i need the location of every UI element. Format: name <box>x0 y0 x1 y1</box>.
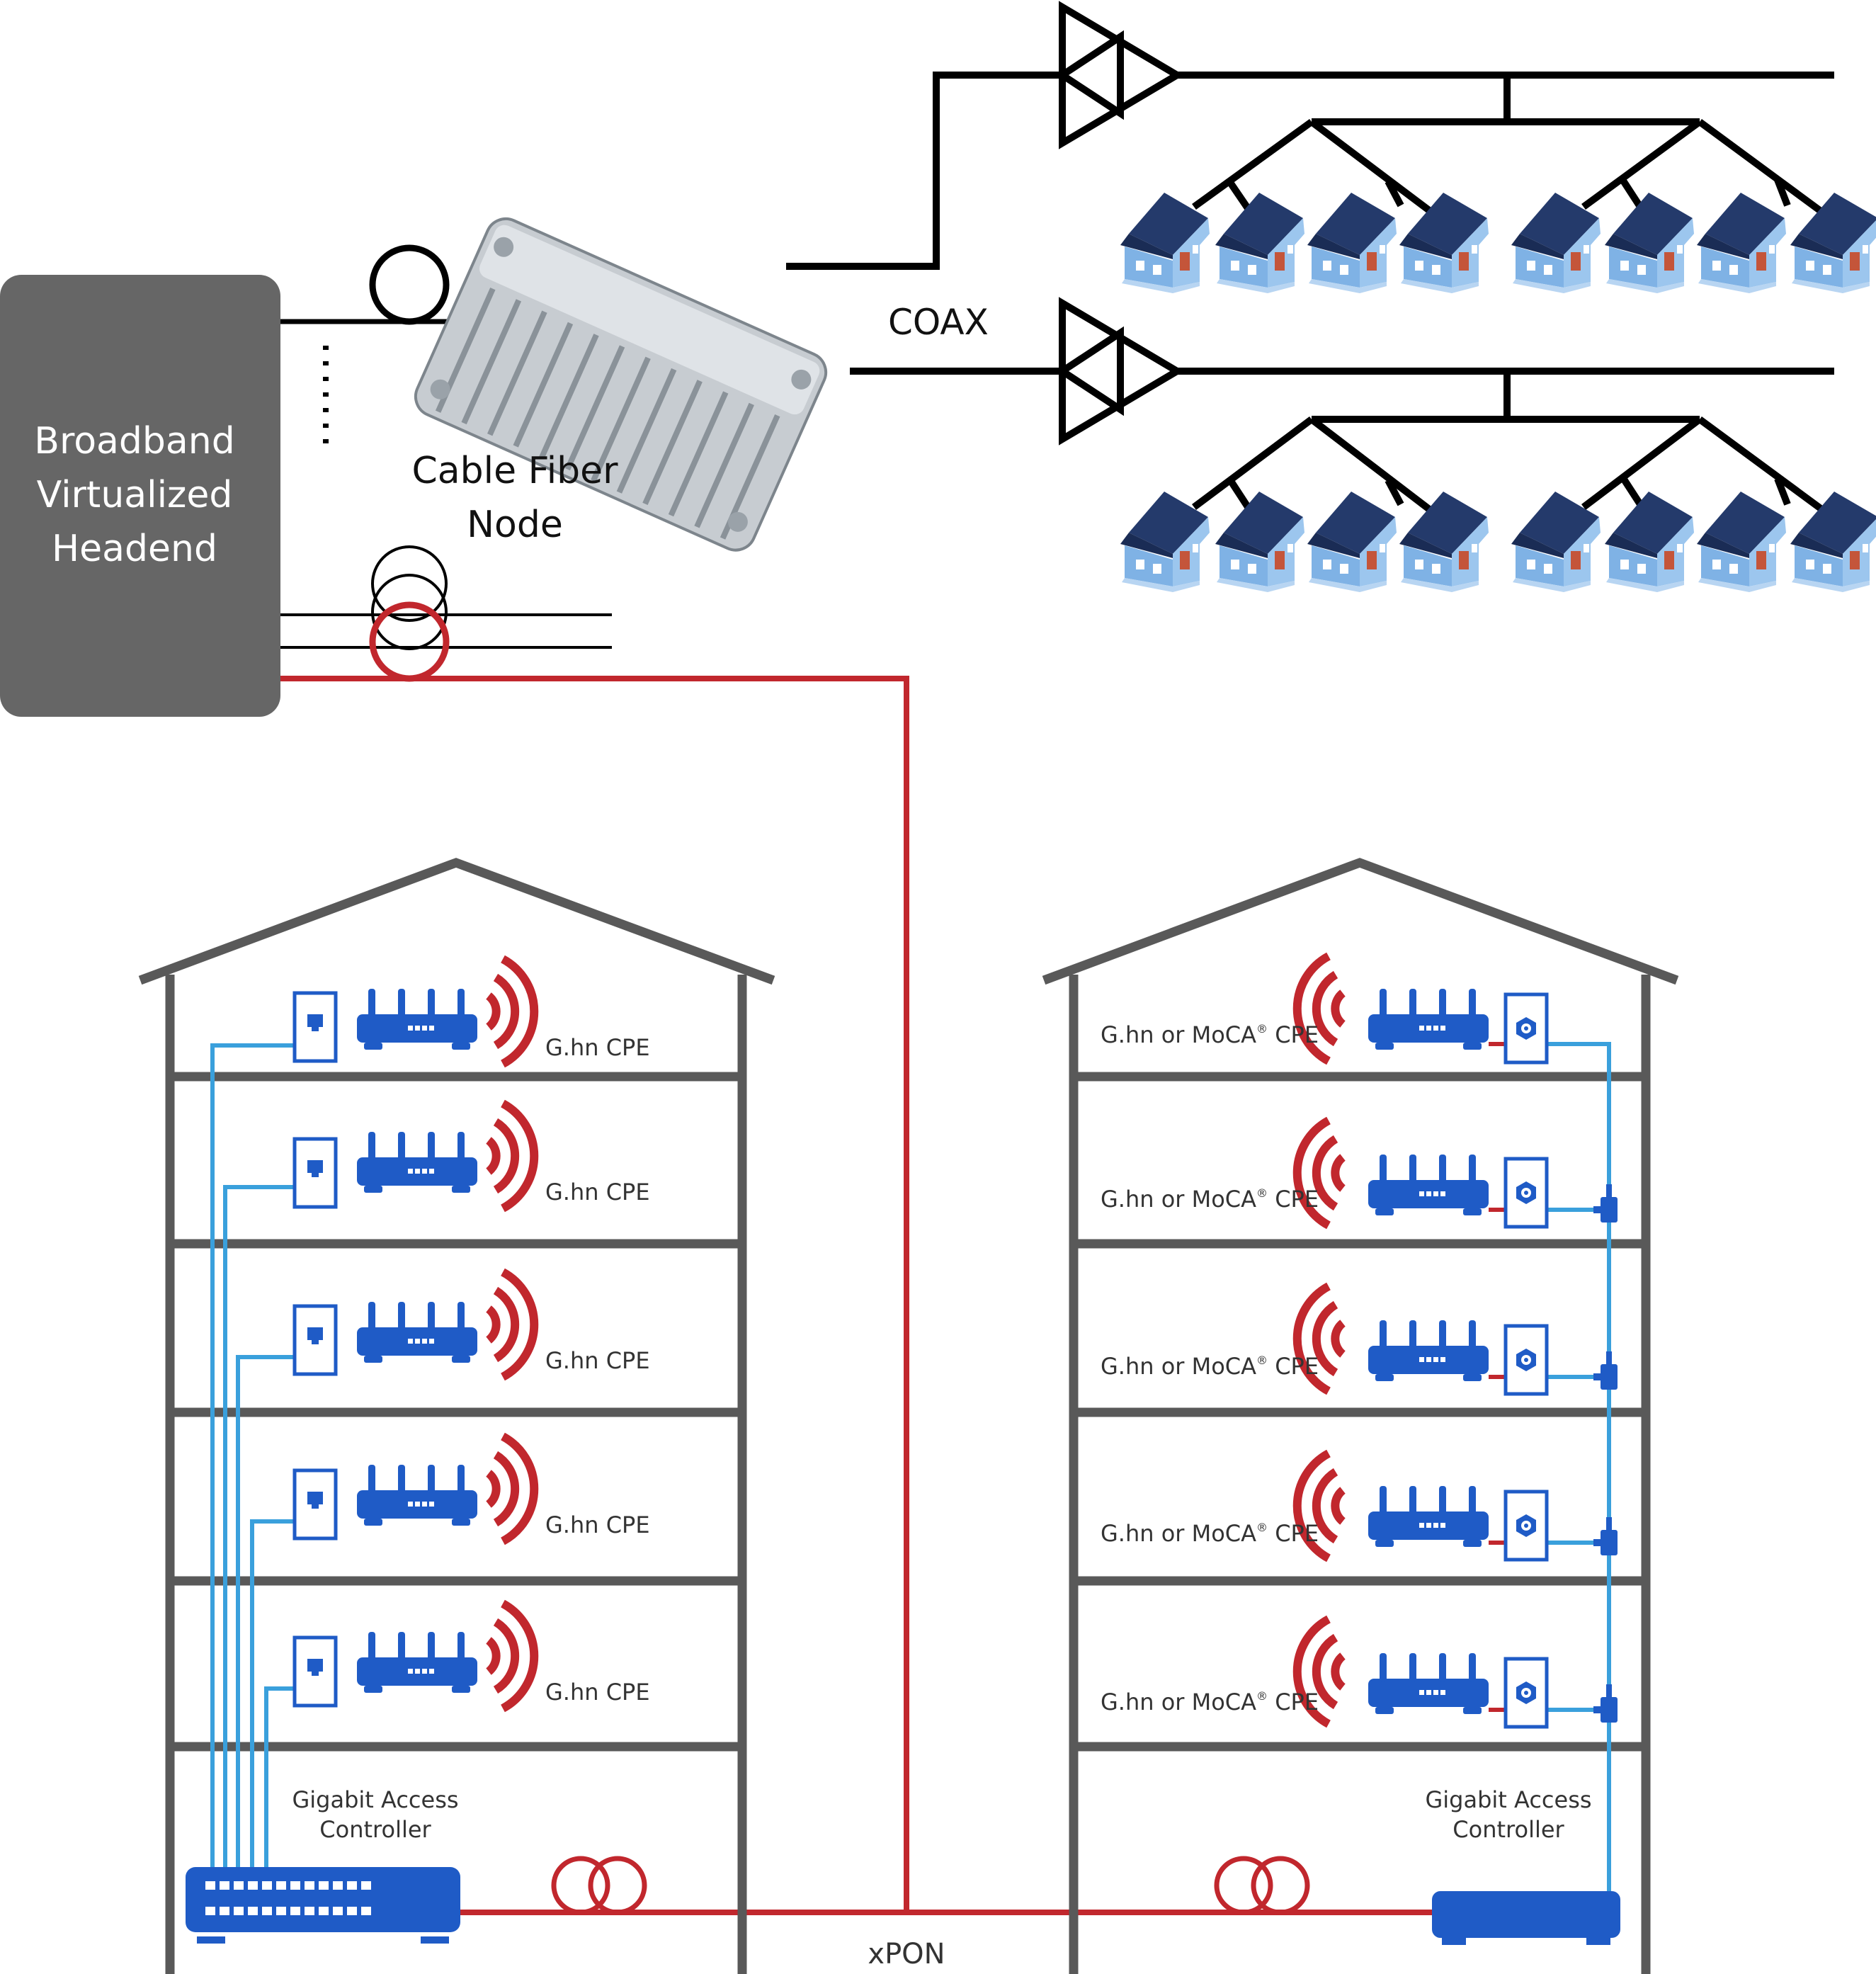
wall-outlet-icon <box>295 1470 336 1538</box>
splitter-icon <box>1593 1684 1618 1723</box>
wall-outlet-icon <box>295 1638 336 1706</box>
fiber-node-label-line1: Cable Fiber <box>411 450 618 492</box>
splitter-icon <box>1593 1351 1618 1390</box>
house-icon <box>1790 193 1876 293</box>
headend-label-line3: Headend <box>52 528 217 570</box>
wifi-icon <box>489 1604 534 1708</box>
coax-outlet-icon <box>1506 1326 1547 1394</box>
headend: Broadband Virtualized Headend <box>0 275 280 717</box>
left-floor-1: G.hn CPE <box>295 1604 650 1708</box>
cpe-label: G.hn or MoCA® CPE <box>1101 1353 1319 1380</box>
right-building <box>1042 858 1679 1974</box>
left-controller-label-line2: Controller <box>319 1816 431 1843</box>
coax-outlet-icon <box>1506 1659 1547 1727</box>
house-icon <box>1215 492 1304 592</box>
router-icon <box>1368 989 1489 1050</box>
cable-fiber-node-icon <box>414 217 828 552</box>
right-floor-2: G.hn or MoCA® CPE <box>1101 1453 1547 1560</box>
wall-outlet-icon <box>295 1139 336 1207</box>
left-floor-4: G.hn CPE <box>295 1104 650 1208</box>
house-icon <box>1307 193 1397 293</box>
wifi-icon <box>489 1272 534 1377</box>
left-ethernet-runs <box>210 1043 297 1870</box>
house-icon <box>1605 193 1694 293</box>
router-icon <box>1368 1155 1489 1215</box>
router-icon <box>1368 1320 1489 1381</box>
splitter-icon <box>1593 1184 1618 1223</box>
coax-outlet-icon <box>1506 1159 1547 1227</box>
left-floor-3: G.hn CPE <box>295 1272 650 1377</box>
right-floor-4: G.hn or MoCA® CPE <box>1101 1121 1547 1227</box>
wifi-icon <box>489 1436 534 1541</box>
house-icon <box>1605 492 1694 592</box>
cpe-label: G.hn CPE <box>545 1679 650 1706</box>
fiber-coil-icon <box>371 574 448 650</box>
left-controller-label-line1: Gigabit Access <box>292 1786 458 1813</box>
headend-label-line1: Broadband <box>34 420 234 463</box>
fiber-coil-icon <box>369 244 450 325</box>
switch-icon <box>186 1867 460 1944</box>
coax-outlet-icon <box>1506 994 1547 1062</box>
coax-riser <box>1544 1042 1611 1895</box>
router-icon <box>1368 1653 1489 1714</box>
coax-label: COAX <box>888 302 989 343</box>
fiber-node-label-line2: Node <box>467 504 563 546</box>
router-icon <box>357 1465 477 1526</box>
fiber-coil-icon <box>551 1856 647 1915</box>
wifi-icon <box>489 959 534 1064</box>
wall-outlet-icon <box>295 1306 336 1374</box>
coax-tree-1 <box>1192 75 1836 225</box>
splitters <box>1593 1184 1618 1723</box>
router-icon <box>357 989 477 1050</box>
amplifier-icon <box>1055 1 1184 149</box>
fiber-coil-icon <box>371 545 448 622</box>
house-icon <box>1790 492 1876 592</box>
house-icon <box>1399 193 1489 293</box>
router-icon <box>1368 1486 1489 1547</box>
wifi-icon <box>489 1104 534 1208</box>
right-floor-5: G.hn or MoCA® CPE <box>1101 956 1547 1062</box>
houses-row-1 <box>1120 193 1876 293</box>
router-icon <box>357 1632 477 1693</box>
house-icon <box>1399 492 1489 592</box>
house-icon <box>1697 193 1786 293</box>
router-icon <box>357 1302 477 1363</box>
wall-outlet-icon <box>295 993 336 1061</box>
headend-fiber-bundle <box>280 545 612 682</box>
router-icon <box>357 1132 477 1193</box>
fiber-coil-icon <box>1214 1856 1310 1915</box>
left-floor-5: G.hn CPE <box>295 959 650 1064</box>
houses-row-2 <box>1120 492 1876 592</box>
cpe-label: G.hn or MoCA® CPE <box>1101 1689 1319 1715</box>
cpe-label: G.hn or MoCA® CPE <box>1101 1520 1319 1547</box>
cpe-label: G.hn CPE <box>545 1034 650 1061</box>
cpe-label: G.hn CPE <box>545 1347 650 1374</box>
amplifier-icon <box>1055 297 1184 446</box>
right-floor-1: G.hn or MoCA® CPE <box>1101 1619 1547 1727</box>
cpe-label: G.hn or MoCA® CPE <box>1101 1021 1319 1048</box>
cpe-label: G.hn CPE <box>545 1179 650 1206</box>
left-floor-2: G.hn CPE <box>295 1436 650 1541</box>
house-icon <box>1697 492 1786 592</box>
house-icon <box>1307 492 1397 592</box>
right-controller-label-line1: Gigabit Access <box>1425 1786 1591 1813</box>
cpe-label: G.hn CPE <box>545 1511 650 1538</box>
cpe-label: G.hn or MoCA® CPE <box>1101 1186 1319 1213</box>
xpon-label: xPON <box>868 1938 945 1970</box>
coax-outlet-icon <box>1506 1492 1547 1560</box>
access-controller-icon <box>1432 1891 1620 1945</box>
right-controller-label-line2: Controller <box>1453 1816 1564 1843</box>
right-floor-3: G.hn or MoCA® CPE <box>1101 1286 1547 1394</box>
headend-label-line2: Virtualized <box>37 474 233 516</box>
house-icon <box>1215 193 1304 293</box>
coax-tree-2 <box>1192 371 1836 522</box>
splitter-icon <box>1593 1517 1618 1555</box>
